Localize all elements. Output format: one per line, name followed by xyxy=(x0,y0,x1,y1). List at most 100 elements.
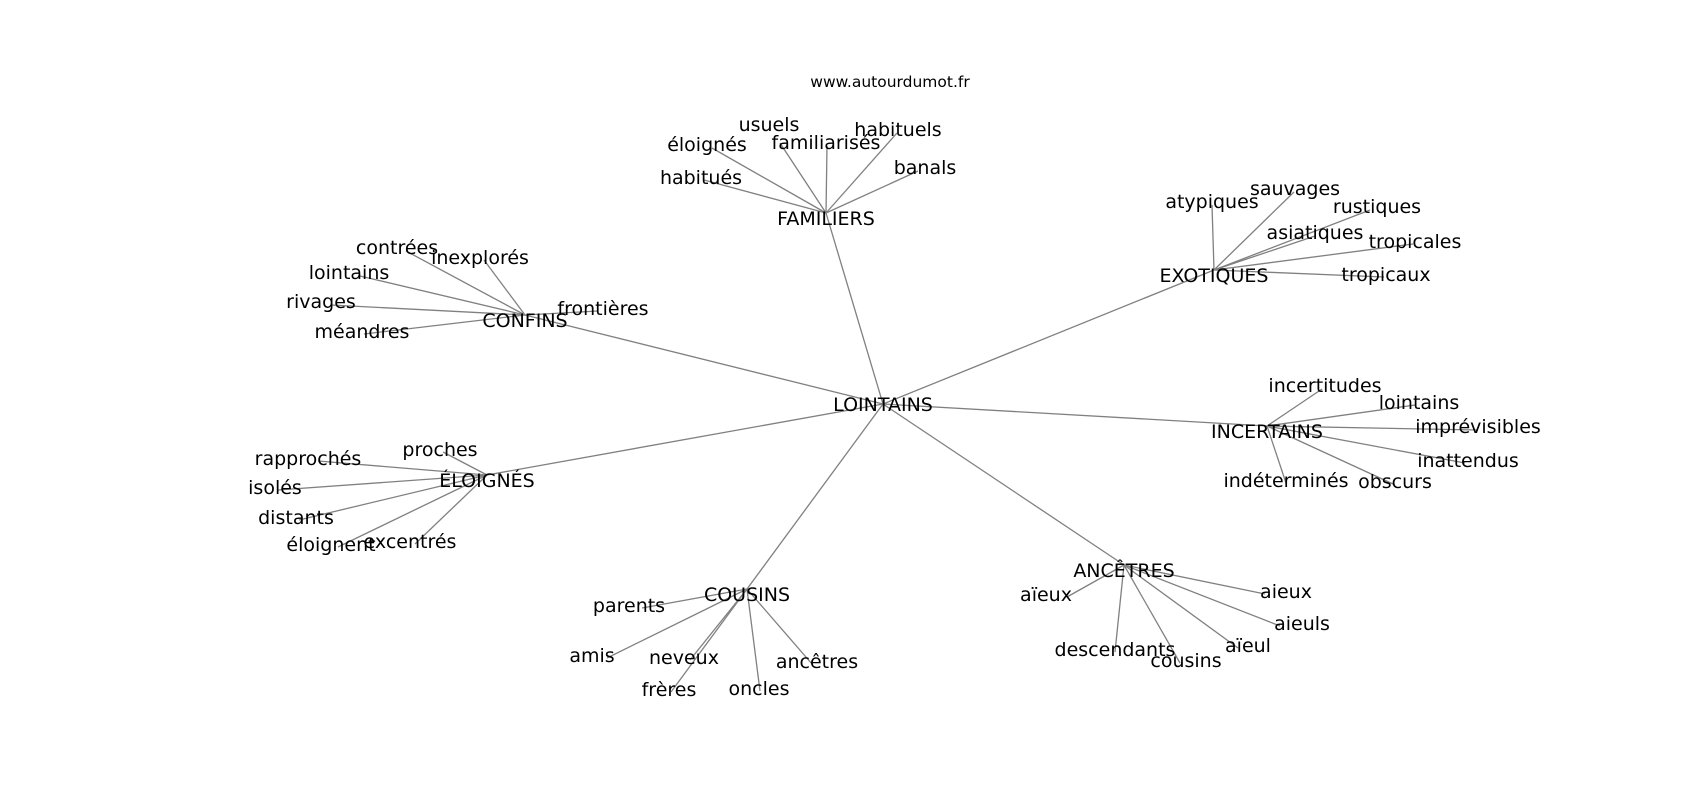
leaf-word-ancetres: descendants xyxy=(1055,639,1176,661)
hub-word-incertains: INCERTAINS xyxy=(1211,421,1323,443)
leaf-word-confins: méandres xyxy=(315,321,410,343)
hub-word-familiers: FAMILIERS xyxy=(777,208,875,230)
edge-eloignes-3 xyxy=(298,474,488,521)
edge-confins-2 xyxy=(359,275,526,316)
edge-eloignes-5 xyxy=(414,474,488,545)
edge-eloignes-2 xyxy=(277,474,488,491)
edge-familiers-0 xyxy=(779,142,827,214)
edge-familiers-5 xyxy=(825,170,919,214)
edge-cousins-1 xyxy=(606,588,748,659)
leaf-word-exotiques: tropicales xyxy=(1369,231,1462,253)
hub-word-exotiques: EXOTIQUES xyxy=(1160,265,1269,287)
edge-exotiques-3 xyxy=(1213,235,1316,271)
hub-word-eloignes: ÉLOIGNÉS xyxy=(439,469,534,492)
edge-incertains-2 xyxy=(1266,425,1479,431)
leaf-word-incertains: incertitudes xyxy=(1268,375,1381,397)
leaf-word-exotiques: asiatiques xyxy=(1267,222,1364,244)
edge-incertains-4 xyxy=(1266,425,1287,484)
edge-center-incertains xyxy=(882,403,1268,427)
leaf-word-cousins: ancêtres xyxy=(776,651,858,673)
edge-exotiques-5 xyxy=(1213,269,1385,278)
edge-exotiques-1 xyxy=(1213,191,1295,271)
leaf-word-eloignes: isolés xyxy=(248,477,302,499)
edge-center-eloignes xyxy=(486,403,884,476)
leaf-word-ancetres: aieux xyxy=(1260,581,1312,603)
edge-incertains-5 xyxy=(1266,425,1394,485)
leaf-word-exotiques: sauvages xyxy=(1250,178,1340,200)
leaf-word-ancetres: aïeux xyxy=(1020,584,1072,606)
leaf-word-confins: inexplorés xyxy=(431,247,529,269)
leaf-word-cousins: amis xyxy=(569,645,614,667)
edge-confins-5 xyxy=(363,314,526,335)
leaf-word-exotiques: tropicaux xyxy=(1341,264,1430,286)
edge-ancetres-0 xyxy=(1066,564,1125,598)
leaf-word-confins: contrées xyxy=(356,237,438,259)
edge-eloignes-4 xyxy=(337,474,488,548)
edge-center-ancetres xyxy=(882,403,1125,566)
leaf-word-ancetres: cousins xyxy=(1150,650,1221,672)
leaf-word-eloignes: éloignent xyxy=(286,534,375,556)
hub-word-confins: CONFINS xyxy=(482,310,567,332)
edge-exotiques-4 xyxy=(1213,243,1414,271)
hub-word-cousins: COUSINS xyxy=(704,584,790,606)
leaf-word-eloignes: rapprochés xyxy=(255,448,362,470)
edge-ancetres-3 xyxy=(1114,564,1125,653)
hub-word-ancetres: ANCÊTRES xyxy=(1073,559,1174,582)
leaf-word-confins: rivages xyxy=(286,291,356,313)
edge-exotiques-2 xyxy=(1213,209,1371,271)
leaf-word-ancetres: aïeul xyxy=(1225,635,1271,657)
edge-incertains-0 xyxy=(1266,388,1323,427)
edge-center-familiers xyxy=(825,212,884,405)
edge-familiers-3 xyxy=(825,132,898,214)
edge-eloignes-0 xyxy=(317,460,488,476)
edge-incertains-1 xyxy=(1266,404,1416,427)
leaf-word-incertains: inattendus xyxy=(1417,450,1519,472)
edge-ancetres-1 xyxy=(1123,564,1266,595)
leaf-word-familiers: familiarisés xyxy=(772,132,881,154)
edge-confins-4 xyxy=(524,310,599,316)
edge-ancetres-4 xyxy=(1123,564,1239,649)
edge-confins-1 xyxy=(483,259,526,316)
edge-incertains-3 xyxy=(1266,425,1466,464)
labels-layer: www.autourdumot.fr LOINTAINS FAMILIERS us… xyxy=(248,73,1541,701)
edge-confins-3 xyxy=(330,304,526,316)
leaf-word-familiers: habituels xyxy=(854,119,941,141)
edge-eloignes-1 xyxy=(442,451,488,476)
leaf-word-confins: lointains xyxy=(309,262,390,284)
edge-cousins-0 xyxy=(641,588,748,609)
edge-cousins-4 xyxy=(670,588,748,693)
leaf-word-familiers: éloignés xyxy=(667,134,747,156)
leaf-word-familiers: habitués xyxy=(660,167,742,189)
edges-layer xyxy=(277,132,1479,693)
edge-exotiques-0 xyxy=(1211,204,1215,271)
edge-familiers-4 xyxy=(703,179,827,214)
edge-familiers-2 xyxy=(825,145,828,214)
leaf-word-eloignes: excentrés xyxy=(364,531,457,553)
edge-ancetres-2 xyxy=(1123,564,1281,627)
edge-center-confins xyxy=(524,314,884,405)
edge-familiers-1 xyxy=(711,147,827,214)
edge-confins-0 xyxy=(405,250,526,316)
leaf-word-incertains: obscurs xyxy=(1358,471,1432,493)
edge-cousins-5 xyxy=(746,588,761,692)
leaf-word-incertains: indéterminés xyxy=(1223,470,1348,492)
edge-cousins-3 xyxy=(746,588,813,665)
leaf-word-cousins: frères xyxy=(642,679,697,701)
leaf-word-exotiques: rustiques xyxy=(1333,196,1421,218)
leaf-word-familiers: usuels xyxy=(739,114,800,136)
leaf-word-familiers: banals xyxy=(894,157,957,179)
leaf-word-confins: frontières xyxy=(557,298,648,320)
leaf-word-cousins: parents xyxy=(593,595,665,617)
leaf-word-eloignes: distants xyxy=(258,507,334,529)
edge-center-exotiques xyxy=(882,269,1215,405)
source-label: www.autourdumot.fr xyxy=(810,73,970,91)
leaf-word-eloignes: proches xyxy=(402,439,477,461)
center-word: LOINTAINS xyxy=(833,394,933,416)
leaf-word-exotiques: atypiques xyxy=(1165,191,1258,213)
leaf-word-incertains: lointains xyxy=(1379,392,1460,414)
leaf-word-cousins: neveux xyxy=(649,647,719,669)
leaf-word-cousins: oncles xyxy=(729,678,790,700)
leaf-word-incertains: imprévisibles xyxy=(1415,416,1541,438)
